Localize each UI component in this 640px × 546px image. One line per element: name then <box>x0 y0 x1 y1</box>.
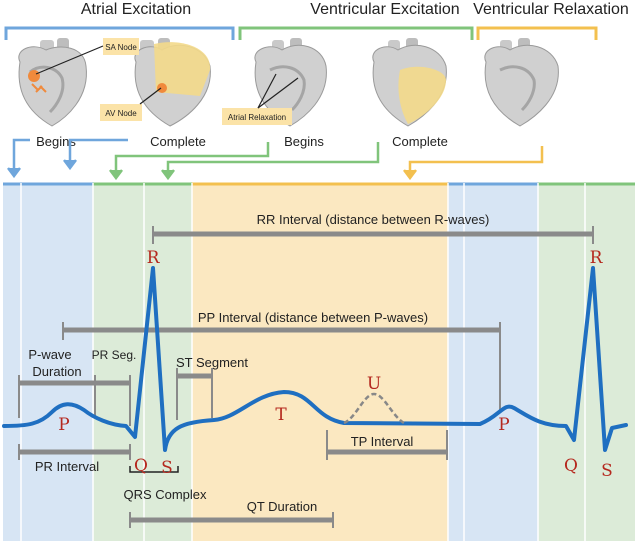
wave-q2: Q <box>564 456 578 476</box>
phase-relaxation-title: Ventricular Relaxation <box>473 1 629 18</box>
rr-interval-label: RR Interval (distance between R-waves) <box>257 212 490 227</box>
phase-ventricular-title: Ventricular Excitation <box>310 1 459 18</box>
sa-node-tag <box>103 38 139 55</box>
pp-interval-bar <box>62 322 501 412</box>
phase-bands <box>3 182 635 541</box>
phase-atrial-title: Atrial Excitation <box>81 1 191 18</box>
atrial-relaxation-tag <box>222 108 292 125</box>
qrs-bracket <box>129 466 179 473</box>
sa-node-label: SA Node <box>105 43 137 52</box>
band-atrial-2 <box>21 183 93 541</box>
u-wave-trace <box>343 392 405 425</box>
interval-bars <box>18 226 594 528</box>
interval-labels: RR Interval (distance between R-waves) P… <box>28 212 489 514</box>
p-wave-duration-line1: P-wave <box>28 347 71 362</box>
wave-r1: R <box>147 248 161 268</box>
pr-segment-bar <box>95 375 131 426</box>
atrial-relaxation-label: Atrial Relaxation <box>228 113 286 122</box>
av-node-tag <box>100 104 142 121</box>
callout-arrows <box>7 138 544 181</box>
band-atrial-1 <box>3 183 21 541</box>
heart-3-icon <box>254 38 327 127</box>
band-relaxation <box>192 183 448 541</box>
band-ventricular-3 <box>538 183 585 541</box>
qrs-complex-label: QRS Complex <box>123 487 207 502</box>
wave-p2: P <box>498 415 509 435</box>
atrial-complete-label: Complete <box>150 134 206 149</box>
pr-seg-label: PR Seg. <box>92 348 137 362</box>
pp-interval-label: PP Interval (distance between P-waves) <box>198 310 428 325</box>
wave-r2: R <box>590 248 604 268</box>
pr-interval-label: PR Interval <box>35 459 99 474</box>
tp-interval-label: TP Interval <box>351 434 414 449</box>
wave-p1: P <box>58 415 69 435</box>
qt-duration-bar <box>129 512 334 528</box>
ventricular-complete-label: Complete <box>392 134 448 149</box>
heart-5-icon <box>484 38 559 127</box>
av-node-label: AV Node <box>105 109 137 118</box>
wave-u: U <box>367 374 381 394</box>
wave-t: T <box>275 405 287 425</box>
st-segment-label: ST Segment <box>176 355 248 370</box>
wave-s1: S <box>161 458 173 478</box>
ventricular-begins-label: Begins <box>284 134 324 149</box>
st-segment-bar <box>176 368 213 420</box>
heart-4-icon <box>372 38 447 127</box>
pr-interval-bar <box>18 444 131 460</box>
band-ventricular-1 <box>93 183 144 541</box>
atrial-begins-label: Begins <box>36 134 76 149</box>
wave-s2: S <box>601 461 613 481</box>
phase-headers: Atrial Excitation Ventricular Excitation… <box>4 1 629 40</box>
tp-interval-bar <box>326 430 448 460</box>
heart-1-icon <box>18 38 87 127</box>
wave-q1: Q <box>134 456 148 476</box>
qt-duration-label: QT Duration <box>247 499 318 514</box>
ecg-trace <box>2 266 628 452</box>
band-atrial-3 <box>448 183 464 541</box>
rr-interval-bar <box>152 226 594 244</box>
wave-labels: P Q R S T U P R Q S <box>58 248 613 481</box>
heart-2-icon <box>134 38 211 127</box>
heart-annotations: SA Node AV Node Atrial Relaxation Begins… <box>35 38 448 149</box>
p-wave-duration-line2: Duration <box>32 364 81 379</box>
